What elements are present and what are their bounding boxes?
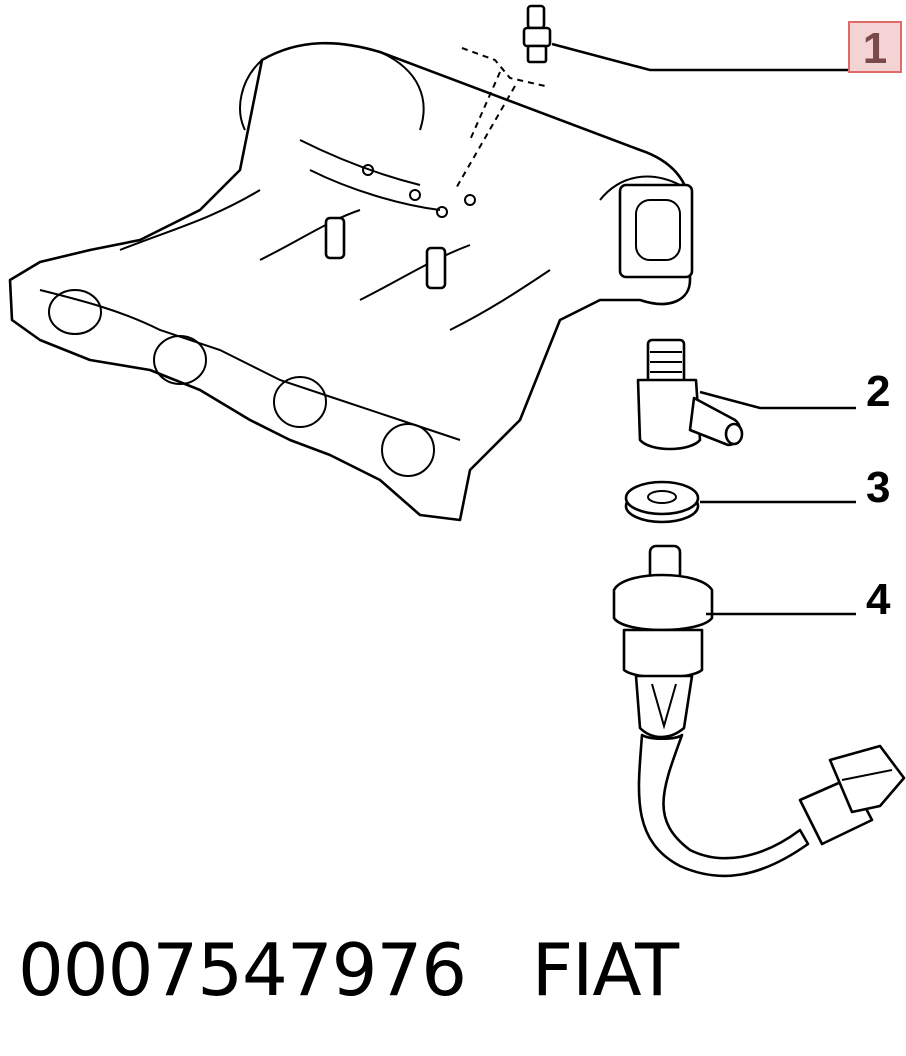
callout-4[interactable]: 4 (866, 575, 891, 624)
callout-2[interactable]: 2 (866, 367, 891, 416)
callout-3[interactable]: 3 (866, 463, 891, 512)
part-2-adapter (636, 338, 856, 451)
brand-name: FIAT (531, 928, 679, 1012)
callout-1-highlighted[interactable]: 1 (848, 21, 902, 73)
part-1-sensor (454, 4, 848, 191)
intake-manifold (8, 41, 694, 522)
part-number: 0007547976 (18, 928, 467, 1012)
part-number-caption: 0007547976 FIAT (18, 928, 679, 1012)
part-4-sensor-with-cable (612, 544, 906, 878)
part-3-washer (624, 480, 856, 524)
